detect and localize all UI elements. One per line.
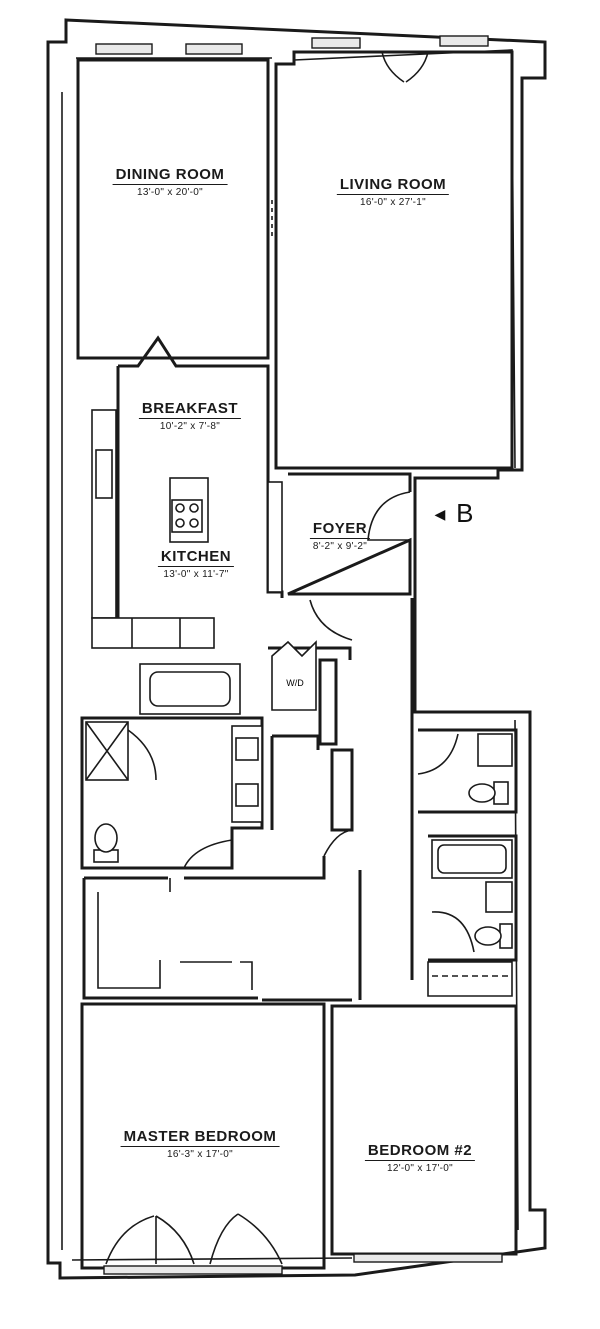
bedroom2-walls [330,1004,518,1256]
kitchen-counter-left [91,409,117,619]
hall-bath-vanity [477,733,513,767]
kitchen-counter-bottom [91,617,215,649]
bedroom2-toilet-icon [474,923,513,949]
master-bath-door [183,839,233,869]
shower-icon [85,721,157,781]
washer-dryer-closet [271,640,317,711]
living-window-2 [439,35,489,47]
kitchen-name: KITCHEN [157,548,235,567]
breakfast-dims: 10'-2" x 7'-8" [159,421,221,432]
closet-door [323,829,353,857]
washer-dryer-label: W/D [286,678,304,688]
living-room-walls [274,50,514,470]
dining-room-walls [76,58,270,360]
kitchen-dims: 13'-0" x 11'-7" [163,569,229,580]
hall-toilet-icon [468,781,509,805]
hall-walls [268,598,414,980]
kitchen-label: KITCHEN 13'-0" x 11'-7" [157,548,235,580]
master-bath-walls [80,716,264,870]
dining-room-label: DINING ROOM 13'-0" x 20'-0" [112,166,228,198]
foyer-label: FOYER 8'-2" x 9'-2" [309,520,371,552]
bedroom2-bathtub [431,839,513,879]
bedroom2-dims: 12'-0" x 17'-0" [386,1163,453,1174]
foyer-door [367,491,411,541]
living-window-1 [311,37,361,49]
dining-room-dims: 13'-0" x 20'-0" [136,187,203,198]
foyer-dims: 8'-2" x 9'-2" [312,541,368,552]
master-bedroom-label: MASTER BEDROOM 16'-3" x 17'-0" [120,1128,280,1160]
kitchen-sink [95,449,113,499]
master-bedroom-name: MASTER BEDROOM [120,1128,280,1147]
foyer-closet-door [309,599,353,641]
entry-letter: B [456,498,474,528]
linen-closet [270,658,354,832]
master-bedroom-doors [105,1213,283,1265]
living-room-dims: 16'-0" x 27'-1" [359,197,426,208]
living-room-label: LIVING ROOM 16'-0" x 27'-1" [336,176,450,208]
bedroom2-sink [485,881,513,913]
hall-bath-walls [418,728,518,814]
master-bedroom-window [103,1265,283,1275]
kitchen-pantry [267,481,283,593]
bedroom2-window [353,1253,503,1263]
dining-window-1 [95,43,153,55]
toilet-icon [93,823,119,863]
dining-kitchen-door [137,336,177,367]
living-room-name: LIVING ROOM [336,176,450,195]
master-bedroom-dims: 16'-3" x 17'-0" [166,1149,233,1160]
walk-in-closet-walls [82,856,362,1002]
breakfast-label: BREAKFAST 10'-2" x 7'-8" [138,400,242,432]
bedroom2-label: BEDROOM #2 12'-0" x 17'-0" [364,1142,476,1174]
dining-window-2 [185,43,243,55]
dining-room-name: DINING ROOM [112,166,228,185]
cooktop-icon [171,499,203,533]
bedroom2-name: BEDROOM #2 [364,1142,476,1161]
arrow-left-icon: ◄ [431,504,449,525]
exterior-wall [46,18,547,1280]
entry-marker: ◄ B [431,498,473,529]
foyer-walls [287,472,412,596]
bedroom2-closet [427,961,513,997]
breakfast-name: BREAKFAST [138,400,242,419]
living-room-french-door [381,51,429,83]
bedroom2-bath-walls [428,834,518,962]
foyer-name: FOYER [309,520,371,539]
